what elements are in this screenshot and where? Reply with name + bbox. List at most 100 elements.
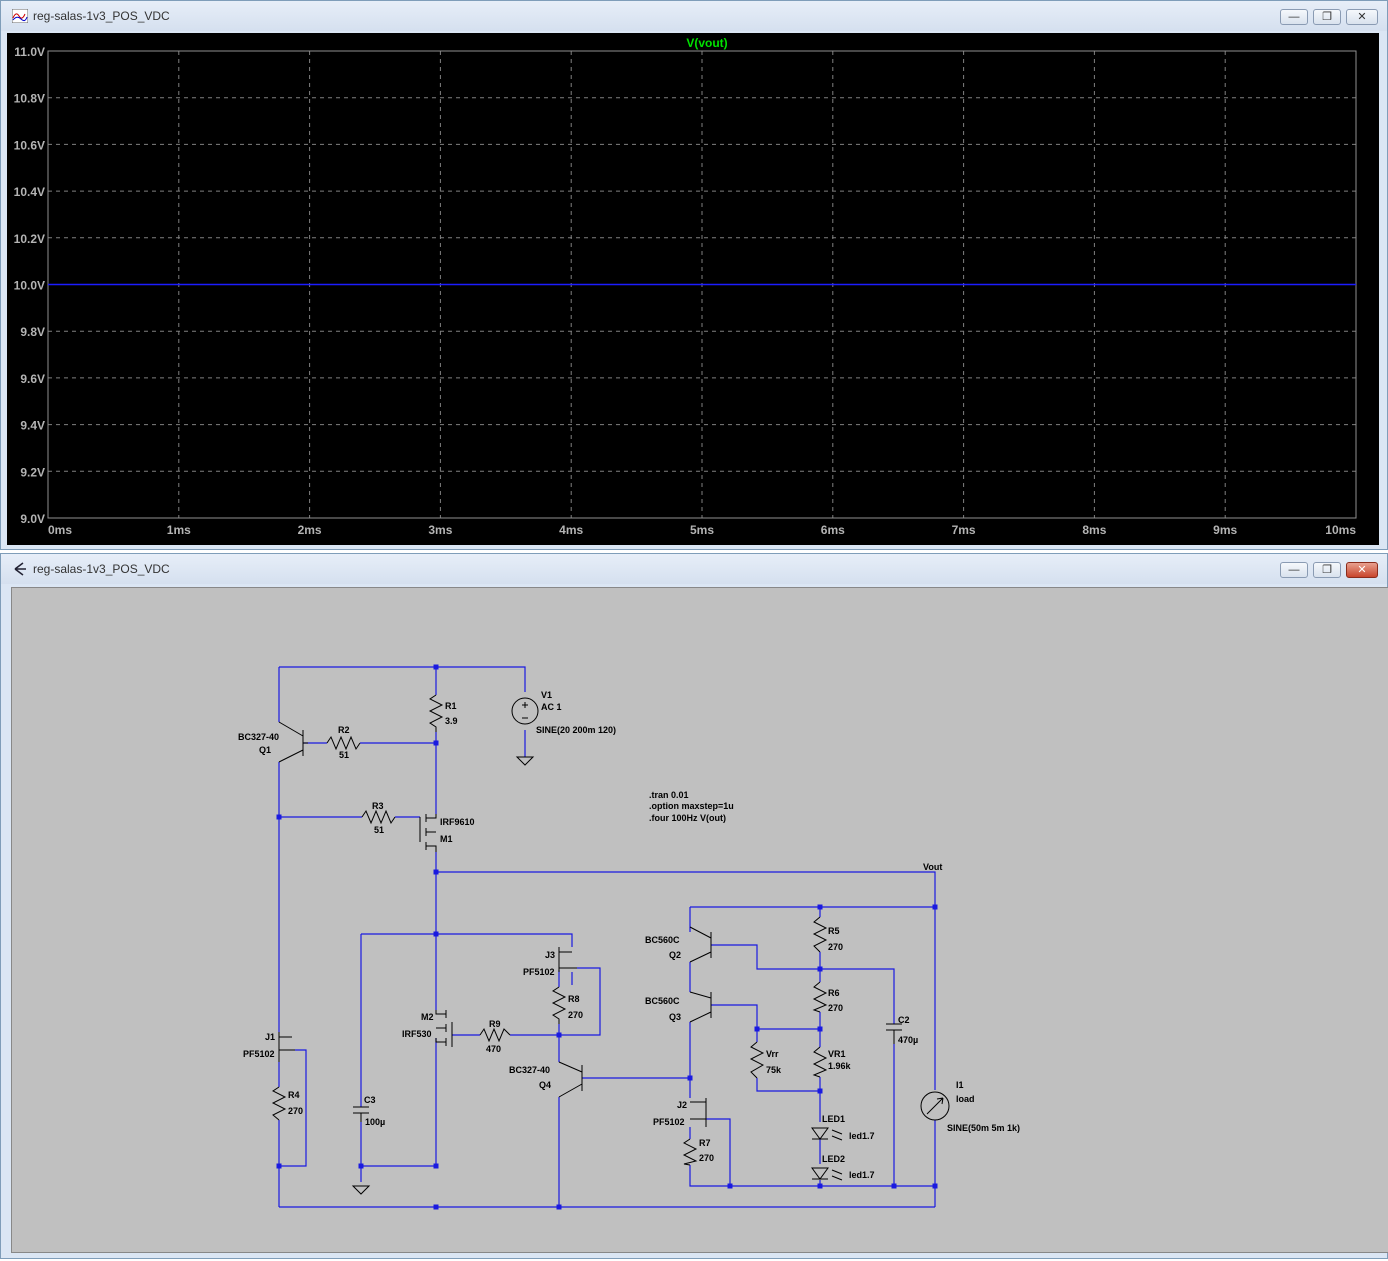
j2-jfet [690, 1098, 707, 1127]
r8-resistor [551, 986, 567, 1024]
r9-value: 470 [486, 1044, 501, 1054]
schematic-minimize-button[interactable]: — [1280, 562, 1308, 578]
v1-ac-label: AC 1 [541, 702, 562, 712]
led1-diode [811, 1127, 829, 1140]
j1-model-label: PF5102 [243, 1049, 275, 1059]
waveform-window-title: reg-salas-1v3_POS_VDC [33, 9, 170, 23]
directive-four: .four 100Hz V(out) [649, 813, 726, 823]
r4-resistor [271, 1086, 287, 1121]
schematic-components [271, 694, 950, 1195]
wire-junction [276, 1163, 282, 1169]
j3-label: J3 [545, 950, 555, 960]
led1-label: LED1 [822, 1114, 845, 1124]
j1-label: J1 [265, 1032, 275, 1042]
y-tick-label: 9.4V [20, 419, 45, 433]
c3-capacitor [353, 1106, 369, 1122]
y-tick-label: 9.0V [20, 512, 45, 526]
waveform-titlebar[interactable]: reg-salas-1v3_POS_VDC — ❐ ✕ [1, 1, 1387, 31]
schematic-restore-button[interactable]: ❐ [1313, 562, 1341, 578]
v1-ground [515, 756, 535, 766]
waveform-plot[interactable]: V(vout) 11.0V10.8V10.6V10.4V10.2V10.0V9.… [7, 33, 1379, 545]
j3-model-label: PF5102 [523, 967, 555, 977]
y-tick-label: 11.0V [14, 45, 45, 59]
i1-label: I1 [956, 1080, 964, 1090]
r7-value: 270 [699, 1153, 714, 1163]
waveform-close-button[interactable]: ✕ [1346, 9, 1378, 25]
v1-label: V1 [541, 690, 552, 700]
x-tick-label: 3ms [428, 523, 452, 537]
r3-label: R3 [372, 801, 384, 811]
wire-junction [276, 814, 282, 820]
v1-source [511, 697, 539, 725]
q1-label: Q1 [259, 745, 271, 755]
wire-junction [817, 1183, 823, 1189]
m2-model-label: IRF530 [402, 1029, 432, 1039]
q1-transistor [278, 721, 308, 763]
y-tick-label: 9.8V [20, 325, 45, 339]
q2-transistor [689, 926, 712, 963]
led1-model: led1.7 [849, 1131, 875, 1141]
r5-label: R5 [828, 926, 840, 936]
schematic-canvas[interactable]: BC327-40 Q1 R2 51 R1 3.9 V1 AC 1 SINE(20… [11, 587, 1388, 1253]
x-tick-label: 1ms [167, 523, 191, 537]
trace-label[interactable]: V(vout) [686, 36, 727, 50]
wire-junction [932, 904, 938, 910]
q3-label: Q3 [669, 1012, 681, 1022]
led2-label: LED2 [822, 1154, 845, 1164]
r6-label: R6 [828, 988, 840, 998]
wire-junction [891, 1183, 897, 1189]
schematic-titlebar[interactable]: reg-salas-1v3_POS_VDC — ❐ ✕ [1, 554, 1387, 584]
directive-tran: .tran 0.01 [649, 790, 689, 800]
y-tick-label: 10.6V [14, 138, 45, 152]
y-tick-label: 10.2V [14, 232, 45, 246]
y-tick-label: 10.4V [14, 185, 45, 199]
m1-label: M1 [440, 834, 453, 844]
r7-resistor [682, 1138, 698, 1166]
wire-junction [817, 1026, 823, 1032]
v1-value: SINE(20 200m 120) [536, 725, 616, 735]
r4-value: 270 [288, 1106, 303, 1116]
x-tick-label: 0ms [48, 523, 72, 537]
directive-option: .option maxstep=1u [649, 801, 734, 811]
wire-junction [754, 1026, 760, 1032]
r6-value: 270 [828, 1003, 843, 1013]
i1-value: SINE(50m 5m 1k) [947, 1123, 1020, 1133]
schematic-close-button[interactable]: ✕ [1346, 562, 1378, 578]
c3-label: C3 [364, 1095, 376, 1105]
y-axis-labels: 11.0V10.8V10.6V10.4V10.2V10.0V9.8V9.6V9.… [14, 45, 45, 526]
wire-junction [556, 1032, 562, 1038]
wire-junction [932, 1183, 938, 1189]
schematic-junctions [276, 664, 938, 1210]
r3-resistor [361, 809, 396, 825]
waveform-restore-button[interactable]: ❐ [1313, 9, 1341, 25]
c2-capacitor [886, 1023, 902, 1044]
x-tick-label: 10ms [1325, 523, 1356, 537]
r6-resistor [812, 981, 828, 1013]
r4-label: R4 [288, 1090, 300, 1100]
r9-resistor [479, 1027, 511, 1043]
m1-transistor [419, 814, 437, 852]
wire-junction [556, 1204, 562, 1210]
m2-label: M2 [421, 1012, 434, 1022]
q3-model-label: BC560C [645, 996, 680, 1006]
wire-junction [817, 966, 823, 972]
vr1-resistor [812, 1046, 828, 1078]
r1-resistor [428, 694, 444, 732]
x-tick-label: 9ms [1213, 523, 1237, 537]
q1-model-label: BC327-40 [238, 732, 279, 742]
q2-label: Q2 [669, 950, 681, 960]
waveform-minimize-button[interactable]: — [1280, 9, 1308, 25]
r2-label: R2 [338, 725, 350, 735]
vr1-label: VR1 [828, 1049, 846, 1059]
x-tick-label: 7ms [952, 523, 976, 537]
c2-value: 470µ [898, 1035, 918, 1045]
j1-jfet [278, 1032, 295, 1062]
c3-value: 100µ [365, 1117, 385, 1127]
vrr-value: 75k [766, 1065, 782, 1075]
j3-jfet [558, 947, 577, 972]
waveform-app-icon [12, 9, 28, 23]
y-tick-label: 10.0V [14, 279, 45, 293]
x-tick-label: 6ms [821, 523, 845, 537]
r7-label: R7 [699, 1138, 711, 1148]
